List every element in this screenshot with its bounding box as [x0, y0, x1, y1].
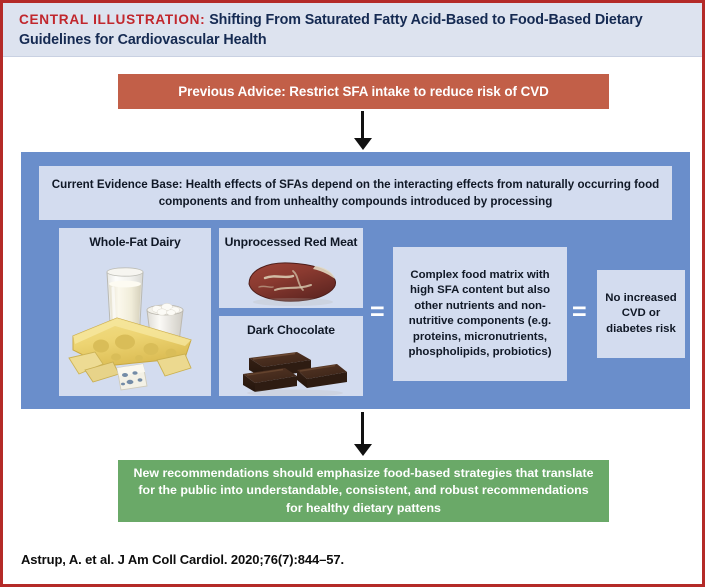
page-title-text: Shifting From Saturated Fatty Acid-Based…	[19, 12, 643, 48]
arrow-head	[354, 444, 372, 456]
food-panel-unprocessed-red-meat: Unprocessed Red Meat	[219, 228, 363, 308]
new-recommendations-text: New recommendations should emphasize foo…	[133, 465, 594, 515]
dark-chocolate-illustration	[243, 352, 347, 396]
equals-sign-1: =	[370, 298, 385, 326]
new-recommendations-box: New recommendations should emphasize foo…	[118, 460, 609, 522]
red-meat-illustration	[248, 262, 336, 306]
evidence-statement-text: Current Evidence Base: Health effects of…	[51, 178, 660, 208]
arrow-head	[354, 138, 372, 150]
complex-food-matrix-box: Complex food matrix with high SFA conten…	[393, 247, 567, 381]
previous-advice-text: Previous Advice: Restrict SFA intake to …	[178, 84, 549, 99]
food-panel-dark-chocolate: Dark Chocolate	[219, 316, 363, 396]
citation: Astrup, A. et al. J Am Coll Cardiol. 202…	[21, 552, 344, 567]
previous-advice-box: Previous Advice: Restrict SFA intake to …	[118, 74, 609, 109]
dairy-illustration	[68, 267, 192, 391]
down-arrow-icon	[350, 412, 376, 458]
down-arrow-icon	[350, 111, 376, 151]
arrow-shaft	[361, 412, 364, 445]
equals-sign-2: =	[572, 298, 587, 326]
no-increased-risk-text: No increased CVD or diabetes risk	[605, 291, 677, 335]
complex-food-matrix-text: Complex food matrix with high SFA conten…	[408, 268, 552, 359]
arrow-shaft	[361, 111, 364, 139]
no-increased-risk-box: No increased CVD or diabetes risk	[597, 270, 685, 358]
food-panel-whole-fat-dairy: Whole-Fat Dairy	[59, 228, 211, 396]
food-panel-title: Dark Chocolate	[246, 323, 335, 337]
food-panel-title: Unprocessed Red Meat	[224, 235, 358, 249]
figure-header: CENTRAL ILLUSTRATION: Shifting From Satu…	[3, 3, 702, 57]
evidence-statement-box: Current Evidence Base: Health effects of…	[39, 166, 672, 220]
food-panel-title: Whole-Fat Dairy	[89, 235, 181, 249]
evidence-panel: Current Evidence Base: Health effects of…	[21, 152, 690, 409]
page-title: CENTRAL ILLUSTRATION: Shifting From Satu…	[19, 10, 686, 50]
central-illustration-label: CENTRAL ILLUSTRATION:	[19, 12, 206, 27]
